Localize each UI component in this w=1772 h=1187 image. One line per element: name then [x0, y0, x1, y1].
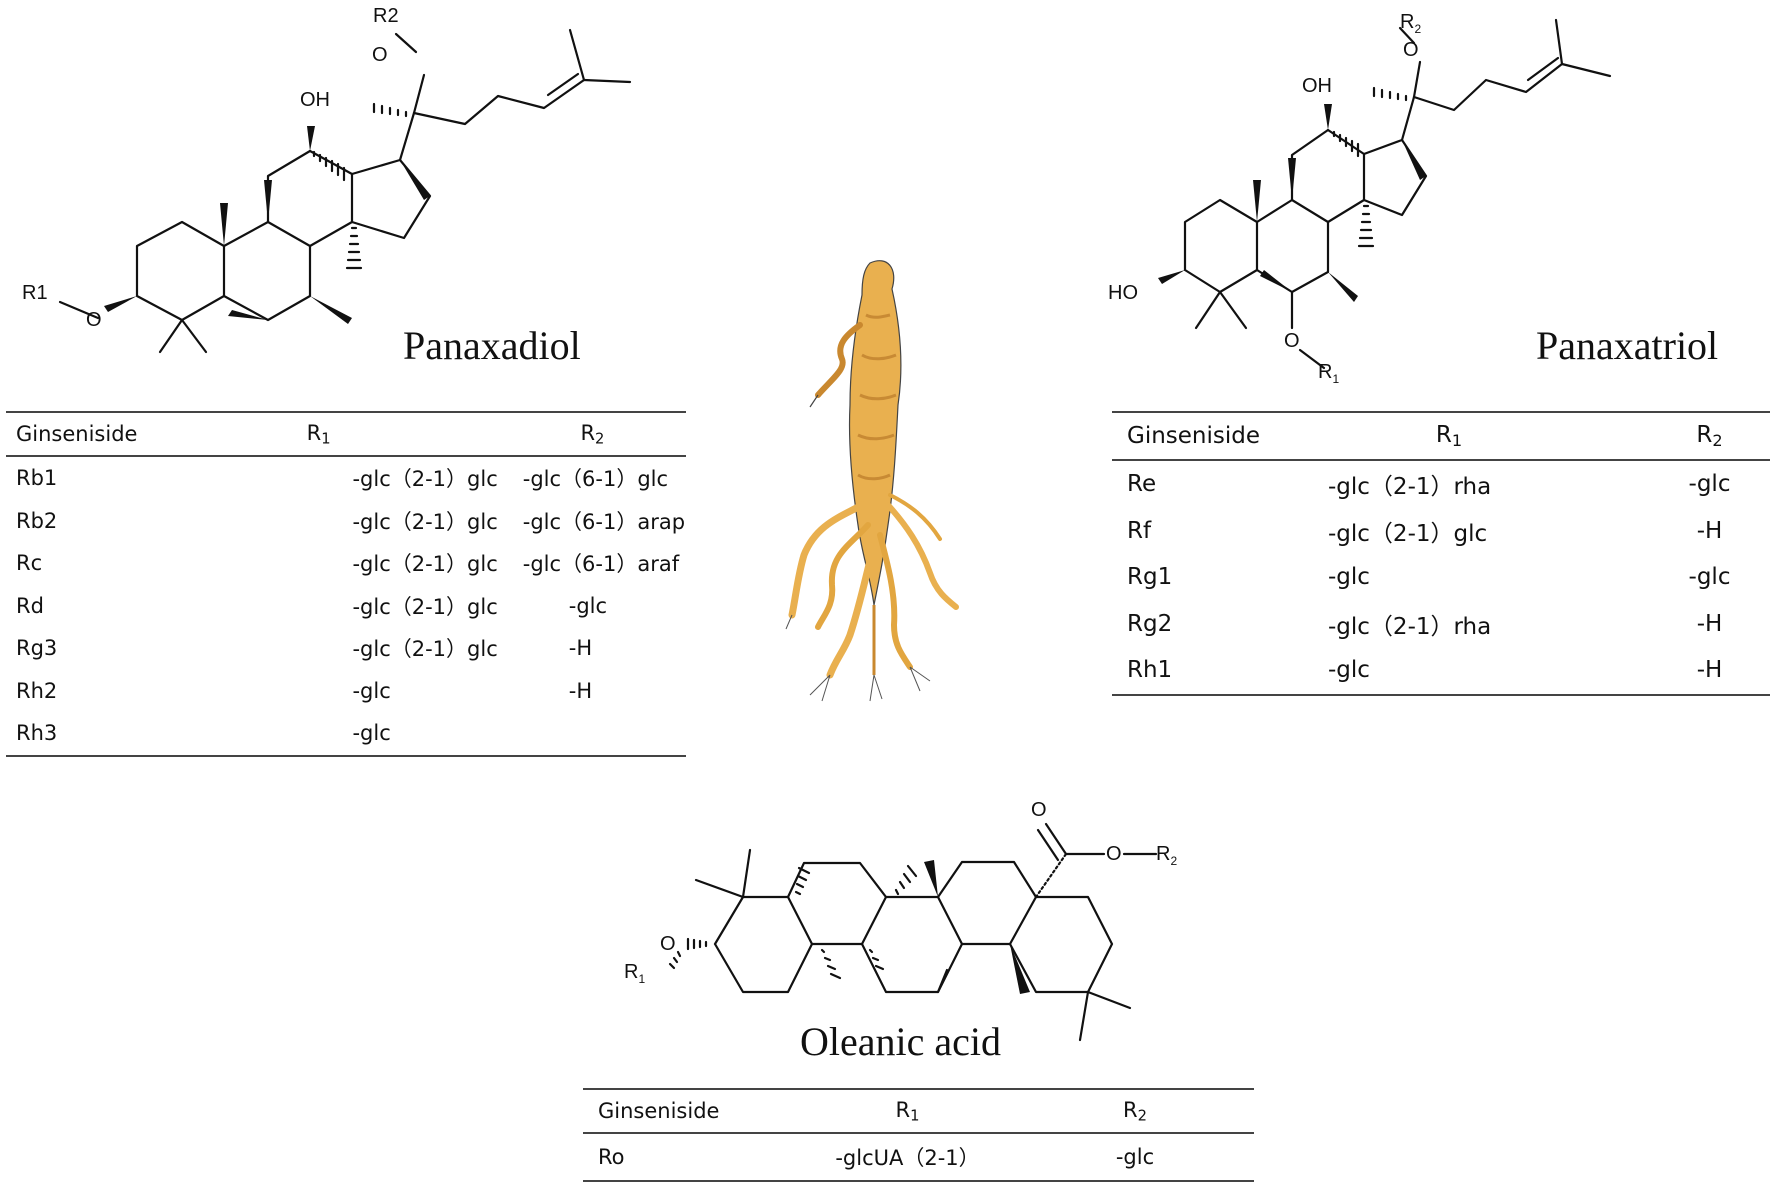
- table-row: Rh3-glc: [6, 712, 687, 757]
- table-row: Rb2-glc（2-1）glc-glc（6-1）arap: [16, 508, 686, 534]
- table-header-row: Ginseniside R1 R2: [583, 1088, 1254, 1134]
- table-row: Re-glc（2-1）rha-glc: [1127, 471, 1731, 501]
- oleanic-o-ether-label: O: [660, 933, 676, 955]
- panaxadiol-oh-label: OH: [300, 89, 330, 111]
- header-r2: R2: [1016, 1088, 1254, 1134]
- panaxatriol-skeleton: [1158, 18, 1612, 370]
- table-row: Rh1-glc-H: [1112, 647, 1770, 696]
- header-r1: R1: [138, 411, 499, 457]
- panaxatriol-r2-label: R2: [1400, 11, 1422, 36]
- panaxatriol-r1-label: R1: [1318, 361, 1340, 386]
- table-row: Rc-glc（2-1）glc-glc（6-1）araf: [16, 551, 680, 577]
- table-row: Rg3-glc（2-1）glc-H: [16, 636, 593, 662]
- header-r1: R1: [799, 1088, 1016, 1134]
- oleanic-o-carbonyl-label: O: [1031, 799, 1047, 821]
- table-row: Rg2-glc（2-1）rha-H: [1127, 610, 1723, 640]
- oleanic-r2-label: R2: [1156, 843, 1178, 868]
- panaxadiol-skeleton: [58, 28, 632, 354]
- header-r2: R2: [498, 411, 687, 457]
- panaxatriol-title: Panaxatriol: [1536, 323, 1719, 368]
- header-ginseniside: Ginseniside: [6, 411, 139, 457]
- table-row: Rb1-glc（2-1）glc-glc（6-1）glc: [16, 466, 669, 492]
- panaxatriol-ho-label: HO: [1108, 282, 1138, 304]
- table-row: Rg1-glc-glc: [1127, 564, 1731, 591]
- panaxatriol-oh-label: OH: [1302, 75, 1332, 97]
- panaxatriol-o2-label: O: [1403, 39, 1419, 61]
- header-r2: R2: [1590, 411, 1770, 461]
- oleanic-acid-substituent-table: Ginseniside R1 R2 Ro-glcUA（2-1）-glc: [583, 1088, 1254, 1182]
- oleanic-o-ester-label: O: [1106, 843, 1122, 865]
- panaxadiol-r2-label: R2: [373, 5, 399, 27]
- table-header-row: Ginseniside R1 R2: [1112, 411, 1770, 461]
- table-header-row: Ginseniside R1 R2: [6, 411, 687, 457]
- panaxadiol-substituent-table: Ginseniside R1 R2 Rb1-glc（2-1）glc-glc（6-…: [6, 411, 687, 757]
- header-ginseniside: Ginseniside: [583, 1088, 799, 1134]
- panaxadiol-title: Panaxadiol: [403, 323, 581, 368]
- panaxadiol-o2-label: O: [372, 44, 388, 66]
- ginseng-root-icon: [785, 260, 959, 702]
- table-row: Ro-glcUA（2-1）-glc: [583, 1133, 1254, 1182]
- panaxadiol-o1-label: O: [86, 309, 102, 331]
- table-row: Rf-glc（2-1）glc-H: [1127, 517, 1723, 547]
- header-r1: R1: [1308, 411, 1590, 461]
- panaxatriol-substituent-table: Ginseniside R1 R2 Re-glc（2-1）rha-glc Rf-…: [1112, 411, 1770, 696]
- table-row: Rh2-glc-H: [16, 678, 593, 703]
- oleanic-r1-label: R1: [624, 961, 646, 986]
- oleanic-acid-title: Oleanic acid: [800, 1019, 1001, 1064]
- panaxatriol-o1-label: O: [1284, 330, 1300, 352]
- table-row: Rd-glc（2-1）glc-glc: [16, 593, 608, 619]
- oleanic-acid-skeleton: [668, 822, 1158, 1042]
- panaxadiol-r1-label: R1: [22, 282, 48, 304]
- header-ginseniside: Ginseniside: [1112, 411, 1308, 461]
